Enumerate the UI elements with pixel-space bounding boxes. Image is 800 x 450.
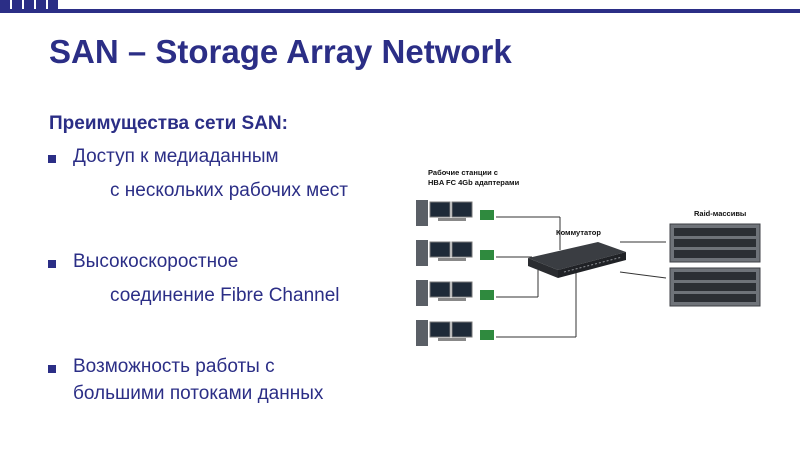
connection-lines	[496, 216, 667, 338]
bullet-marker	[48, 260, 56, 268]
workstation	[416, 200, 494, 226]
title-rule	[0, 9, 800, 13]
workstations-label-line-1: Рабочие станции с	[428, 168, 498, 177]
workstations-label-line-2: HBA FC 4Gb адаптерами	[428, 178, 520, 187]
switch-label: Коммутатор	[556, 228, 601, 237]
bullet-1-line-2: с нескольких рабочих мест	[110, 180, 348, 201]
raid-array	[669, 267, 761, 307]
slide-title: SAN – Storage Array Network	[49, 33, 512, 70]
bullet-3-line-1: Возможность работы с	[73, 356, 275, 377]
fc-switch	[528, 242, 626, 278]
slide-subtitle: Преимущества сети SAN:	[49, 113, 288, 134]
decorative-squares	[0, 0, 60, 24]
workstation	[416, 320, 494, 346]
raid-label: Raid-массивы	[694, 209, 746, 218]
bullet-2-line-1: Высокоскоростное	[73, 251, 239, 272]
raid-array	[669, 223, 761, 263]
bullet-marker	[48, 365, 56, 373]
bullet-marker	[48, 155, 56, 163]
bullet-3-line-2: большими потоками данных	[73, 383, 324, 404]
workstation	[416, 280, 494, 306]
bullet-2-line-2: соединение Fibre Channel	[110, 285, 340, 306]
bullet-1-line-1: Доступ к медиаданным	[73, 146, 279, 167]
workstation	[416, 240, 494, 266]
san-diagram: Рабочие станции с HBA FC 4Gb адаптерами …	[408, 160, 788, 360]
